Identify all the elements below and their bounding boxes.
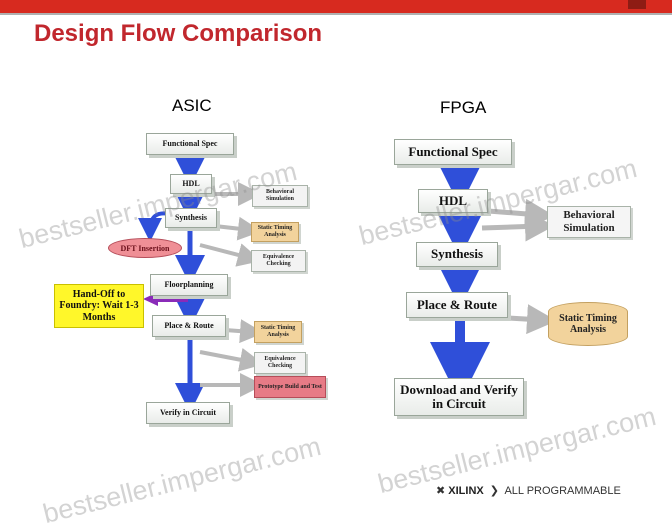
asic-static-timing-2: Static Timing Analysis xyxy=(254,321,302,343)
corner-mark xyxy=(628,0,646,9)
asic-prototype-build: Prototype Build and Test xyxy=(254,376,326,398)
asic-step-synthesis: Synthesis xyxy=(165,208,217,228)
footer: ✖ XILINX ❯ ALL PROGRAMMABLE xyxy=(436,484,621,497)
asic-static-timing-1: Static Timing Analysis xyxy=(251,222,299,242)
asic-step-floorplanning: Floorplanning xyxy=(150,274,228,296)
asic-equivalence-checking-2: Equivalence Checking xyxy=(254,352,306,374)
chevron-right-icon: ❯ xyxy=(489,485,500,497)
fpga-step-place-route: Place & Route xyxy=(406,292,508,318)
xilinx-logo-icon: ✖ xyxy=(436,485,446,497)
flow-arrows xyxy=(138,155,557,413)
asic-step-place-route: Place & Route xyxy=(152,315,226,337)
top-bar xyxy=(0,0,672,13)
fpga-step-synthesis: Synthesis xyxy=(416,242,498,267)
fpga-step-functional-spec: Functional Spec xyxy=(394,139,512,165)
asic-side-arrows xyxy=(199,182,264,397)
fpga-step-hdl: HDL xyxy=(418,189,488,213)
asic-step-functional-spec: Functional Spec xyxy=(146,133,234,155)
footer-logo-text: XILINX xyxy=(448,485,484,497)
asic-main-arrows xyxy=(138,155,205,413)
fpga-behavioral-simulation: Behavioral Simulation xyxy=(547,206,631,238)
footer-tagline: ALL PROGRAMMABLE xyxy=(504,485,621,497)
top-bar-rule xyxy=(0,13,672,15)
asic-equivalence-checking-1: Equivalence Checking xyxy=(251,250,306,272)
slide-title: Design Flow Comparison xyxy=(34,20,323,47)
fpga-side-arrows xyxy=(481,198,557,335)
asic-handoff-note: Hand-Off to Foundry: Wait 1-3 Months xyxy=(54,284,144,328)
asic-step-verify-in-circuit: Verify in Circuit xyxy=(146,402,230,424)
asic-dft-insertion: DFT Insertion xyxy=(108,238,182,258)
asic-behavioral-simulation: Behavioral Simulation xyxy=(252,185,308,207)
asic-step-hdl: HDL xyxy=(170,174,212,194)
fpga-step-download-verify: Download and Verify in Circuit xyxy=(394,378,524,416)
fpga-static-timing: Static Timing Analysis xyxy=(548,302,628,346)
asic-heading: ASIC xyxy=(172,96,212,115)
fpga-heading: FPGA xyxy=(440,98,487,117)
